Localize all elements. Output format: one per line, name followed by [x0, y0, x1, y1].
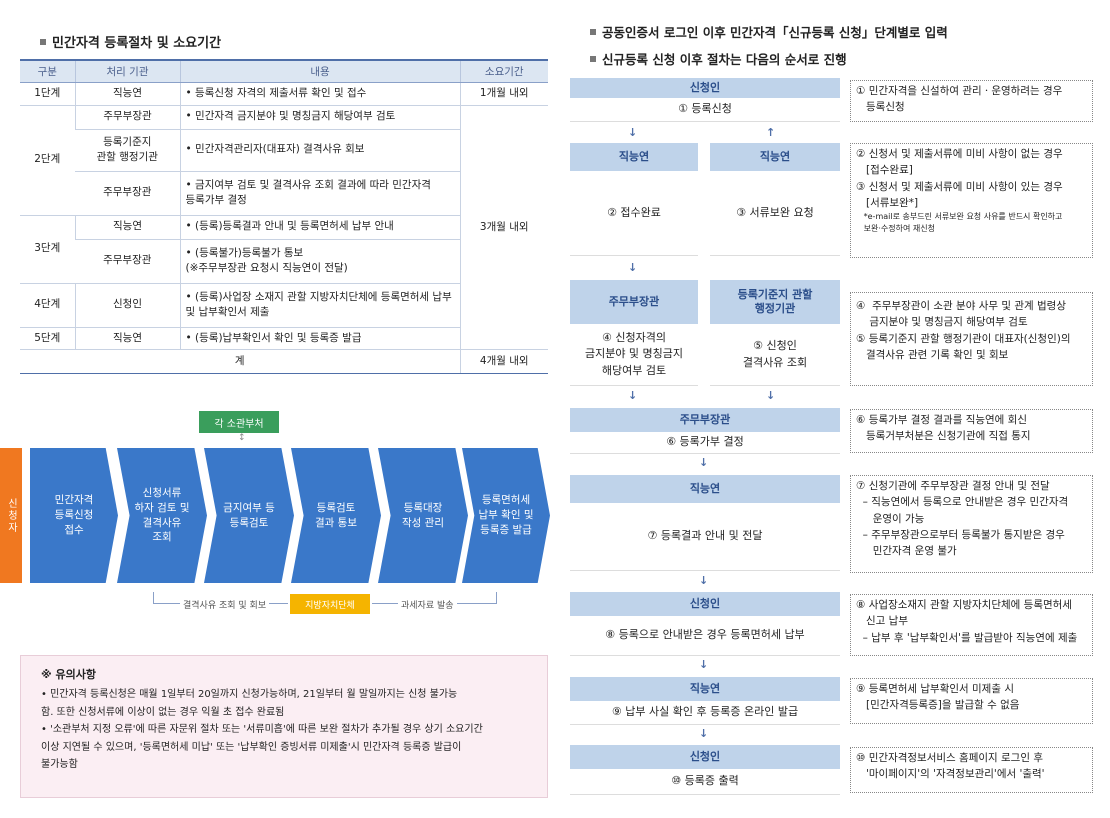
arrow-down-icon: ↓: [628, 389, 638, 402]
updown-arrow-icon: ↕: [238, 433, 246, 443]
arrow-down-icon: ↓: [699, 658, 709, 671]
step-3a-head: 주무부장관: [570, 280, 698, 324]
registration-table: 구분 처리 기관 내용 소요기간 1단계 직능연 • 등록신청 자격의 제출서류…: [20, 59, 548, 374]
content-cell: • (등록)등록결과 안내 및 등록면허세 납부 안내: [179, 215, 460, 240]
step-5-head: 직능연: [570, 475, 840, 503]
org-cell: 등록기준지 관할 행정기관: [75, 129, 180, 172]
org-cell: 주무부장관: [74, 105, 180, 130]
table-row: 2단계 주무부장관 • 민간자격 금지분야 및 명칭금지 해당여부 검토 3개월…: [20, 105, 548, 350]
table-row: 5단계 직능연 • (등록)납부확인서 확인 및 등록증 발급: [20, 327, 548, 350]
period-cell: 1개월 내외: [459, 82, 548, 106]
note-box: ④ 주무부장관이 소관 분야 사무 및 관계 법령상 금지분야 및 명칭금지 해…: [850, 292, 1093, 386]
notice-item: • '소관부처 지정 오류'에 따른 자문위 절차 또는 '서류미흡'에 따른 …: [41, 724, 483, 771]
note-box: ⑨ 등록면허세 납부확인서 미제출 시 [민간자격등록증]을 발급할 수 없음: [850, 678, 1093, 724]
arrow-down-icon: ↓: [628, 126, 638, 139]
ministry-box: 각 소관부처: [199, 411, 279, 433]
step-6-head: 신청인: [570, 592, 840, 616]
org-cell: 신청인: [74, 283, 180, 328]
content-cell: • (등록불가)등록불가 통보 (※주무부장관 요청시 직능연이 전달): [179, 239, 460, 284]
org-cell: 주무부장관: [75, 171, 180, 216]
step-cell: 1단계: [20, 82, 75, 106]
content-cell: • (등록)사업장 소재지 관할 지방자치단체에 등록면허세 납부 및 납부확인…: [179, 283, 460, 328]
bullet-square-icon: [590, 28, 596, 35]
note-box: ① 민간자격을 신설하여 관리ㆍ운영하려는 경우 등록신청: [850, 80, 1093, 122]
notice-item: • 민간자격 등록신청은 매월 1일부터 20일까지 신청가능하며, 21일부터…: [41, 689, 458, 718]
table-header-row: 구분 처리 기관 내용 소요기간: [20, 59, 548, 83]
content-cell: • 등록신청 자격의 제출서류 확인 및 접수: [179, 82, 460, 106]
arrow-down-icon: ↓: [699, 456, 709, 469]
bottom-right-label: 과세자료 발송: [398, 598, 457, 611]
note-box: ⑩ 민간자격정보서비스 홈페이지 로그인 후 '마이페이지'의 '자격정보관리'…: [850, 747, 1093, 793]
content-cell: • 민간자격 금지분야 및 명칭금지 해당여부 검토: [179, 105, 460, 130]
step-cell: 4단계: [20, 283, 75, 328]
step-4-head: 주무부장관: [570, 408, 840, 432]
notice-box: ※ 유의사항 • 민간자격 등록신청은 매월 1일부터 20일까지 신청가능하며…: [20, 655, 548, 798]
left-heading: 민간자격 등록절차 및 소요기간: [40, 32, 221, 51]
arrow-down-icon: ↓: [766, 389, 776, 402]
step-6-body: ⑧ 등록으로 안내받은 경우 등록면허세 납부: [570, 616, 840, 656]
step-1-body: ① 등록신청: [570, 98, 840, 122]
step-3b-head: 등록기준지 관할 행정기관: [710, 280, 840, 324]
step-1-head: 신청인: [570, 78, 840, 98]
total-label: 계: [20, 349, 460, 374]
step-3a-body: ④ 신청자격의 금지분야 및 명칭금지 해당여부 검토: [570, 324, 698, 386]
org-cell: 직능연: [74, 215, 180, 240]
step-7-head: 직능연: [570, 677, 840, 701]
flow-step-5: 등록대장 작성 관리: [378, 448, 468, 583]
notice-title: ※ 유의사항: [41, 668, 97, 681]
arrow-down-icon: ↓: [699, 727, 709, 740]
step-2b-body: ③ 서류보완 요청: [710, 171, 840, 256]
org-cell: 주무부장관: [75, 239, 180, 284]
right-heading-2: 신규등록 신청 이후 절차는 다음의 순서로 진행: [590, 49, 847, 68]
table-row: 등록기준지 관할 행정기관 • 민간자격관리자(대표자) 결격사유 회보: [20, 129, 548, 172]
step-5-body: ⑦ 등록결과 안내 및 전달: [570, 503, 840, 571]
bullet-square-icon: [40, 38, 46, 45]
step-3b-body: ⑤ 신청인 결격사유 조회: [710, 324, 840, 386]
arrow-down-icon: ↓: [699, 574, 709, 587]
step-4-body: ⑥ 등록가부 결정: [570, 432, 840, 454]
table-row: 4단계 신청인 • (등록)사업장 소재지 관할 지방자치단체에 등록면허세 납…: [20, 283, 548, 328]
flow-step-1: 민간자격 등록신청 접수: [30, 448, 118, 583]
table-header: 구분: [20, 59, 75, 83]
table-row: 1단계 직능연 • 등록신청 자격의 제출서류 확인 및 접수 1개월 내외: [20, 82, 548, 106]
step-cell: 5단계: [20, 327, 75, 350]
flow-step-4: 등록검토 결과 통보: [291, 448, 381, 583]
content-cell: • (등록)납부확인서 확인 및 등록증 발급: [179, 327, 460, 350]
total-period: 4개월 내외: [459, 349, 548, 374]
arrow-down-icon: ↓: [628, 261, 638, 274]
org-cell: 직능연: [74, 327, 180, 350]
step-2b-head: 직능연: [710, 143, 840, 171]
table-row: 주무부장관 • 금지여부 검토 및 결격사유 조회 결과에 따라 민간자격 등록…: [20, 171, 548, 216]
table-row: 주무부장관 • (등록불가)등록불가 통보 (※주무부장관 요청시 직능연이 전…: [20, 239, 548, 284]
note-box: ⑦ 신청기관에 주무부장관 결정 안내 및 전달 – 직능연에서 등록으로 안내…: [850, 475, 1093, 573]
content-cell: • 금지여부 검토 및 결격사유 조회 결과에 따라 민간자격 등록가부 결정: [179, 171, 460, 216]
bullet-square-icon: [590, 55, 596, 62]
right-heading-1: 공동인증서 로그인 이후 민간자격「신규등록 신청」단계별로 입력: [590, 22, 948, 41]
arrow-up-icon: ↑: [766, 126, 776, 139]
flow-step-3: 금지여부 등 등록검토: [204, 448, 294, 583]
step-8-head: 신청인: [570, 745, 840, 769]
note-box: ⑥ 등록가부 결정 결과를 직능연에 회신 등록거부처분은 신청기관에 직접 통…: [850, 409, 1093, 453]
org-cell: 직능연: [74, 82, 180, 106]
flow-step-2: 신청서류 하자 검토 및 결격사유 조회: [117, 448, 207, 583]
step-8-body: ⑩ 등록증 출력: [570, 769, 840, 795]
table-row: 3단계 직능연 • (등록)등록결과 안내 및 등록면허세 납부 안내: [20, 215, 548, 284]
flow-step-6: 등록면허세 납부 확인 및 등록증 발급: [462, 448, 550, 583]
content-cell: • 민간자격관리자(대표자) 결격사유 회보: [179, 129, 460, 172]
step-7-body: ⑨ 납부 사실 확인 후 등록증 온라인 발급: [570, 701, 840, 725]
note-box: ② 신청서 및 제출서류에 미비 사항이 없는 경우 [접수완료] ③ 신청서 …: [850, 143, 1093, 258]
local-gov-box: 지방자치단체: [290, 594, 370, 614]
bottom-left-label: 결격사유 조회 및 회보: [180, 598, 270, 611]
table-total-row: 계 4개월 내외: [20, 349, 548, 374]
table-header: 소요기간: [459, 59, 548, 83]
table-header: 내용: [179, 59, 460, 83]
applicant-bar: 신청자: [0, 448, 22, 583]
table-header: 처리 기관: [74, 59, 180, 83]
step-cell: 3단계: [20, 215, 75, 284]
note-box: ⑧ 사업장소재지 관할 지방자치단체에 등록면허세 신고 납부 – 납부 후 '…: [850, 594, 1093, 656]
period-cell: 3개월 내외: [459, 105, 548, 350]
step-2a-head: 직능연: [570, 143, 698, 171]
step-2a-body: ② 접수완료: [570, 171, 698, 256]
step-cell: 2단계: [20, 105, 75, 216]
